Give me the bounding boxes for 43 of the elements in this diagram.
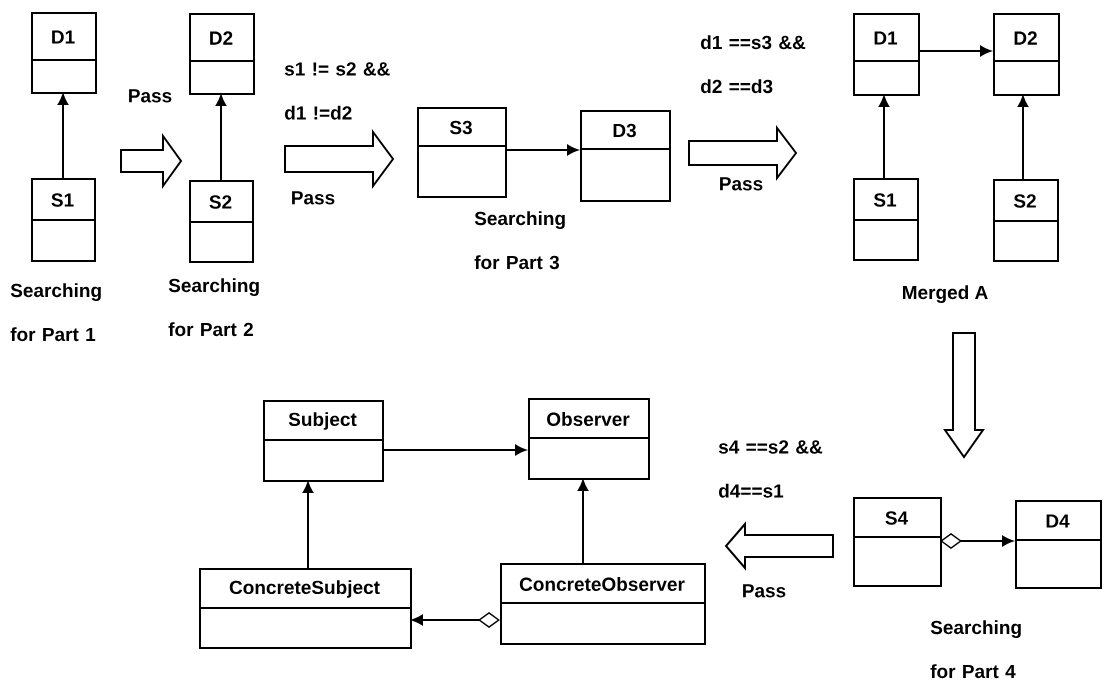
- arrow: [878, 96, 890, 179]
- class-box: D1: [852, 13, 920, 96]
- label: Searching for Part 4: [930, 620, 1021, 679]
- arrow: [1017, 96, 1029, 180]
- arrow: [412, 612, 500, 628]
- class-box: D2: [188, 13, 255, 95]
- arrow: [381, 444, 526, 456]
- class-box: D3: [579, 110, 671, 202]
- block-arrow: [943, 332, 985, 459]
- label: s1 != s2 && d1 !=d2: [284, 62, 390, 120]
- arrow: [215, 95, 227, 181]
- class-box: D1: [30, 12, 97, 94]
- class-box: Observer: [527, 398, 650, 480]
- class-box: S1: [852, 178, 919, 261]
- arrow: [504, 144, 578, 156]
- block-arrow: [724, 521, 834, 571]
- edge-label: Pass: [717, 176, 765, 192]
- class-box: S2: [992, 179, 1059, 262]
- edge-label: Pass: [289, 190, 337, 206]
- class-box: ConcreteSubject: [198, 568, 412, 649]
- label: d1 ==s3 && d2 ==d3: [701, 35, 806, 94]
- arrow: [917, 45, 991, 57]
- class-box: ConcreteObserver: [499, 563, 706, 645]
- class-box: D4: [1014, 500, 1102, 589]
- class-box: S3: [416, 107, 507, 198]
- block-arrow: [688, 125, 798, 181]
- class-box: S1: [30, 178, 96, 262]
- edge-label: Pass: [740, 583, 788, 599]
- block-arrow: [284, 128, 395, 190]
- arrow: [302, 482, 314, 569]
- label: Searching for Part 1: [10, 283, 101, 342]
- edge-label: Pass: [126, 88, 174, 104]
- class-box: D2: [992, 13, 1060, 96]
- label: Merged A: [903, 285, 988, 303]
- block-arrow: [120, 132, 183, 190]
- arrow: [577, 480, 589, 564]
- arrow: [57, 94, 69, 179]
- arrow: [940, 533, 1013, 549]
- class-box: Subject: [262, 400, 384, 482]
- class-box: S2: [188, 180, 254, 263]
- label: s4 ==s2 && d4==s1: [718, 440, 823, 498]
- class-box: S4: [852, 497, 942, 587]
- label: Searching for Part 3: [474, 211, 565, 270]
